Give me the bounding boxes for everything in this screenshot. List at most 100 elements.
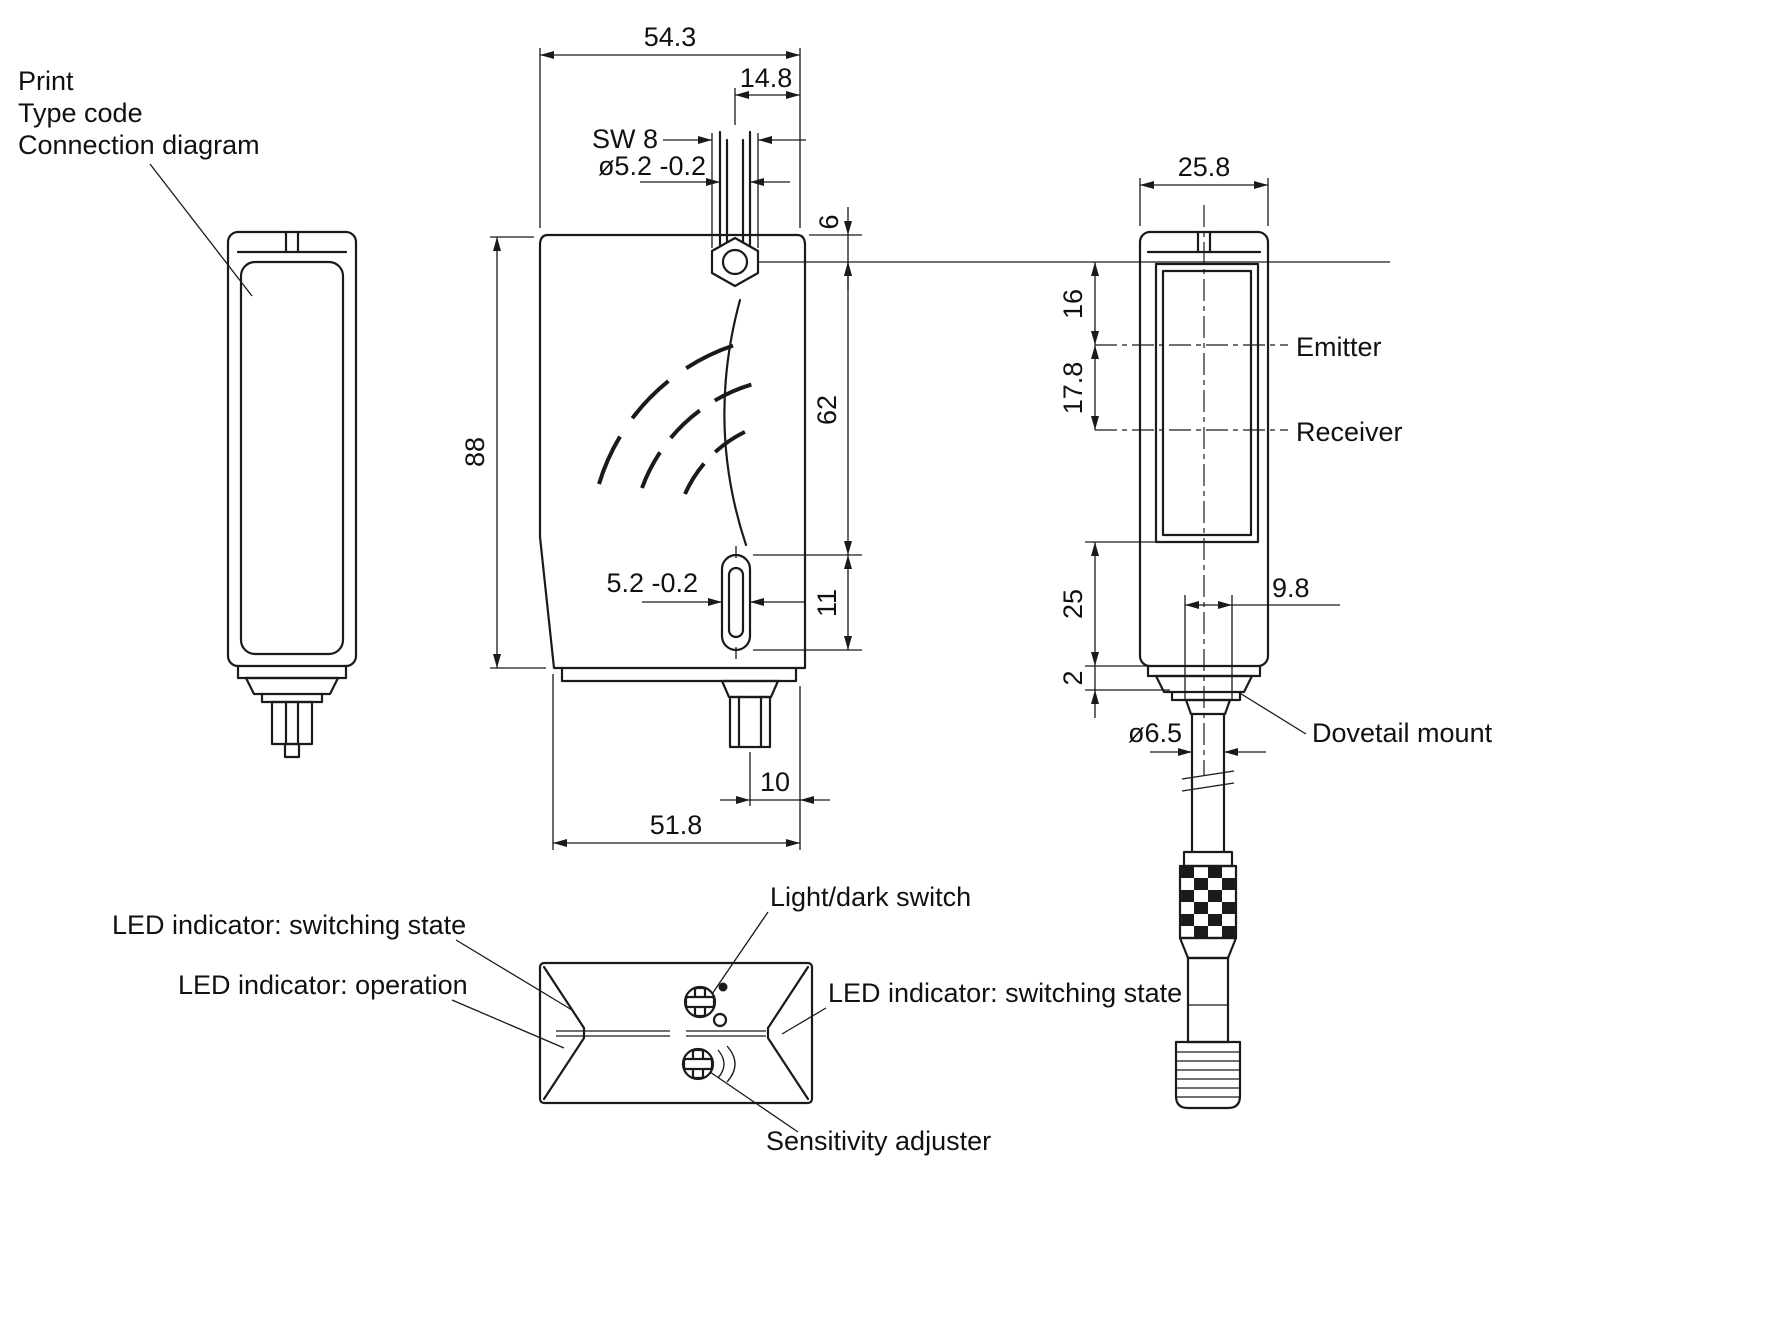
connector-boss: [728, 695, 772, 749]
sensitivity-adjuster-label: Sensitivity adjuster: [766, 1126, 991, 1156]
emitter-label: Emitter: [1296, 332, 1382, 362]
side-view: [538, 130, 807, 749]
print-callout: Print Type code Connection diagram: [18, 66, 260, 297]
dim-6-text: 6: [814, 214, 844, 229]
light-dark-switch-adjuster: [683, 982, 728, 1028]
end-base-step: [1170, 690, 1242, 702]
front-top-cap: [236, 230, 348, 254]
stud-thread-lines: [718, 130, 752, 247]
front-stub-detail: [284, 700, 300, 746]
dim-slot-length: 11: [812, 555, 852, 650]
end-dovetail-mount: [1154, 674, 1254, 694]
dim-25-8-text: 25.8: [1178, 152, 1231, 182]
dim-9-8-text: 9.8: [1272, 573, 1310, 603]
side-bottom-connector: [720, 679, 780, 749]
dim-stud-diameter: ø5.2 -0.2: [598, 151, 790, 186]
dim-body-height: 88: [460, 236, 546, 669]
front-base-step: [260, 692, 324, 704]
dim-emitter-offset: 16: [1058, 262, 1099, 345]
connector-collar: [1182, 850, 1234, 868]
dim-25-text: 25: [1058, 589, 1088, 619]
dim-side-width: 25.8: [1139, 152, 1269, 226]
cable: [1190, 712, 1226, 854]
dim-dovetail-width: 9.8: [1184, 573, 1340, 700]
dovetail-callout: Dovetail mount: [1237, 691, 1493, 748]
print-label: Print: [18, 66, 74, 96]
dim-hole-to-slot: 62: [753, 262, 862, 651]
dim-54-3-text: 54.3: [644, 22, 697, 52]
beam-fan: [597, 298, 760, 547]
led-operation-label: LED indicator: operation: [178, 970, 468, 1000]
connector-body: [1186, 956, 1230, 1044]
optical-window-outer: [1154, 262, 1260, 544]
optical-window-inner: [1161, 269, 1253, 537]
receiver-label: Receiver: [1296, 417, 1403, 447]
sensitivity-leader: [709, 1071, 799, 1133]
front-dovetail-mount: [244, 676, 340, 696]
dim-14-8-text: 14.8: [740, 63, 793, 93]
connection-diagram-label: Connection diagram: [18, 130, 260, 160]
dim-width-bottom: 51.8: [552, 674, 800, 850]
front-stub-tab: [283, 742, 301, 759]
end-view: [1138, 205, 1270, 854]
dim-hole-from-top: 6: [814, 207, 852, 290]
connector-taper: [1178, 936, 1238, 960]
dovetail-mount-label: Dovetail mount: [1312, 718, 1493, 748]
bottom-view-body: [538, 961, 814, 1105]
dim-62-text: 62: [812, 395, 842, 425]
indicator-dot: [718, 982, 728, 992]
type-code-label: Type code: [18, 98, 143, 128]
light-dark-leader: [711, 911, 769, 995]
knurl-pattern: [1180, 866, 1236, 938]
front-face-panel: [239, 260, 345, 656]
dim-2-text: 2: [1058, 670, 1088, 685]
dim-width-top: 54.3: [539, 22, 801, 228]
beam-arc-middle: [640, 381, 758, 489]
bottom-view: [538, 961, 814, 1105]
front-base-flange: [236, 664, 348, 680]
front-connector-stub: [270, 700, 314, 746]
cable-boot: [1184, 698, 1232, 716]
beam-boundary-arc: [723, 298, 748, 547]
print-leader-line: [149, 163, 253, 297]
mounting-stud: [710, 130, 760, 288]
beam-axes: Emitter Receiver: [1095, 332, 1403, 447]
mounting-slot: [720, 546, 752, 659]
light-dark-switch-label: Light/dark switch: [770, 882, 971, 912]
bottom-callouts: Light/dark switch LED indicator: switchi…: [112, 882, 1182, 1156]
beam-arc-inner: [683, 424, 760, 495]
connector-boss-detail: [737, 695, 763, 749]
dim-10-text: 10: [760, 767, 790, 797]
cable-connector: [1174, 850, 1242, 1110]
connector-boss-taper: [720, 679, 780, 699]
dim-o6-5-text: ø6.5: [1128, 718, 1182, 748]
indicator-ring: [712, 1012, 728, 1028]
dim-cable-diameter: ø6.5: [1128, 718, 1266, 756]
mounting-hole: [721, 248, 749, 276]
dim-hole-offset: 14.8: [734, 63, 800, 125]
side-view-body: [538, 233, 807, 670]
dim-emitter-to-receiver: 17.8: [1058, 345, 1099, 430]
right-bevel: [766, 965, 810, 1101]
cable-break-marks: [1181, 770, 1235, 792]
front-view: [226, 230, 358, 759]
dim-connector-offset: 10: [720, 686, 830, 850]
led-switching-right-label: LED indicator: switching state: [828, 978, 1182, 1008]
dim-dovetail-step: 2: [1058, 666, 1170, 718]
led-operation-leader: [451, 999, 565, 1049]
led-switching-right-leader: [781, 1007, 827, 1035]
led-switching-left-label: LED indicator: switching state: [112, 910, 466, 940]
sensitivity-adjuster-screw: [681, 1045, 736, 1083]
dim-17-8-text: 17.8: [1058, 362, 1088, 415]
beam-arc-outer: [597, 338, 754, 485]
dovetail-leader-line: [1237, 691, 1307, 735]
front-view-body: [226, 230, 358, 668]
dim-o52-text: ø5.2 -0.2: [598, 151, 706, 181]
side-bottom-band: [560, 666, 798, 683]
slot-inner: [727, 566, 745, 639]
dim-slot-width: 5.2 -0.2: [606, 568, 806, 606]
dim-sw8-text: SW 8: [592, 124, 658, 154]
adjust-wave-marks: [717, 1045, 736, 1083]
